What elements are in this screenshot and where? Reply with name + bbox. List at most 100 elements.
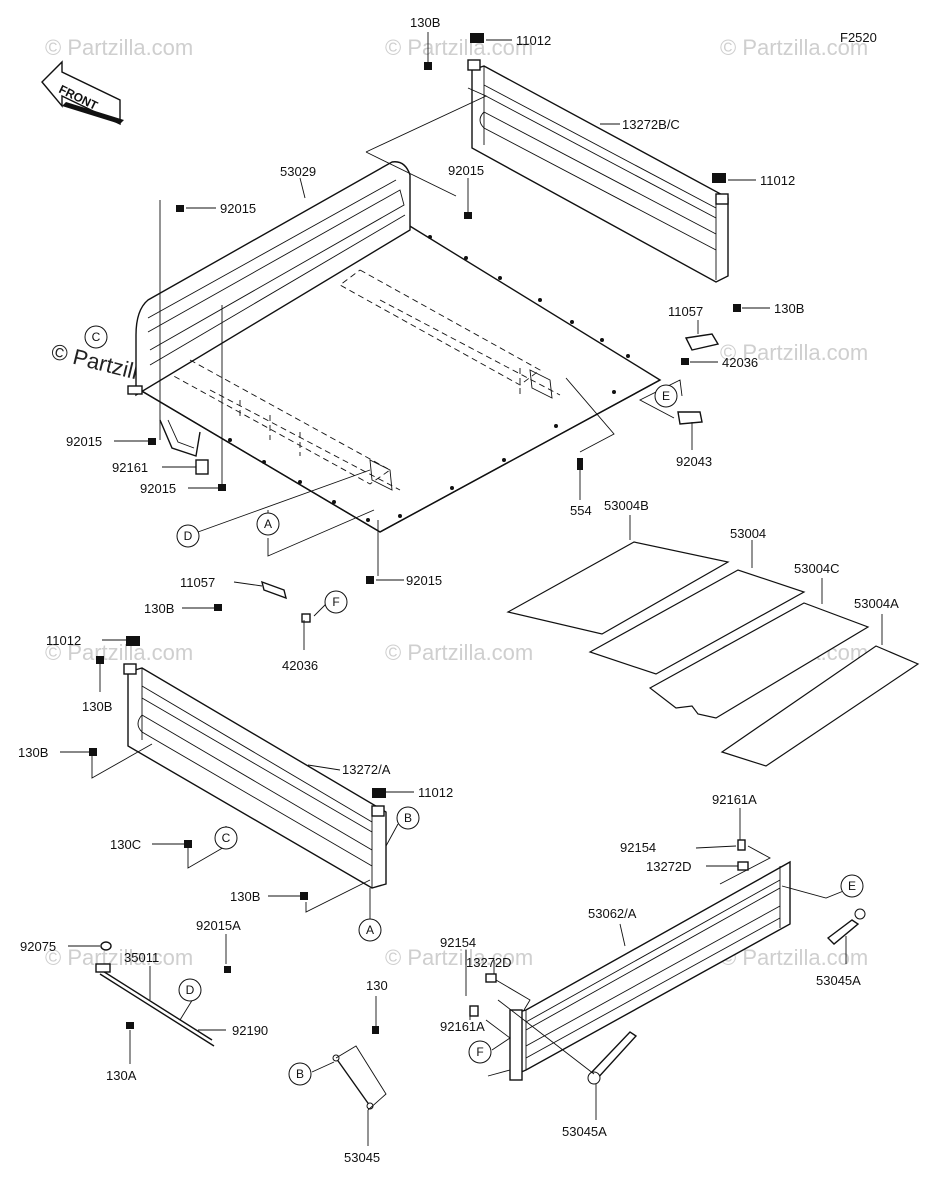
label-13272a: 13272/A (342, 762, 391, 777)
label-92015-l2: 92015 (140, 481, 176, 496)
block-92161a-r (737, 839, 746, 851)
callout-e-top: E (662, 389, 670, 403)
label-92015-ul: 92015 (220, 201, 256, 216)
label-13272bc: 13272B/C (622, 117, 680, 132)
label-11012-l: 11012 (46, 633, 81, 648)
floor-mats (506, 541, 920, 767)
callout-d-bot: D (186, 983, 195, 997)
label-92161: 92161 (112, 460, 148, 475)
clip-13272d-r (737, 861, 749, 871)
callout-d-top: D (184, 529, 193, 543)
label-11012-right: 11012 (760, 173, 795, 188)
label-11012-l2: 11012 (418, 785, 453, 800)
label-53045a-r: 53045A (816, 973, 861, 988)
label-130a: 130A (106, 1068, 137, 1083)
label-92154-l: 92154 (440, 935, 476, 950)
label-53004a: 53004A (854, 596, 899, 611)
label-130: 130 (366, 978, 388, 993)
label-11057-l: 11057 (180, 575, 215, 590)
label-42036-l: 42036 (282, 658, 318, 673)
nut-92015-b (218, 484, 226, 491)
label-130b-l: 130B (144, 601, 174, 616)
label-53045a-l: 53045A (562, 1124, 607, 1139)
front-arrow: FRONT (41, 60, 124, 126)
latch-53045a-right (826, 908, 866, 945)
label-13272d-r: 13272D (646, 859, 692, 874)
label-53004b: 53004B (604, 498, 649, 513)
callout-b-bot: B (296, 1067, 304, 1081)
nut-92015-mid (464, 212, 472, 219)
label-92161a-l: 92161A (440, 1019, 485, 1034)
label-92154-r: 92154 (620, 840, 656, 855)
label-554: 554 (570, 503, 592, 518)
tailgate (509, 860, 791, 1081)
pin-554 (577, 458, 583, 470)
nut-92015 (148, 438, 156, 445)
rod-assembly (95, 941, 231, 1047)
watermark: © Partzilla.com (385, 640, 533, 665)
cable-53045 (332, 1026, 379, 1110)
label-13272d-l: 13272D (466, 955, 512, 970)
label-11057-r: 11057 (668, 304, 703, 319)
latch-53045a-left (587, 1031, 638, 1085)
bolt-130b-left2 (89, 748, 97, 756)
label-92015-l1: 92015 (66, 434, 102, 449)
block-92161a-l (469, 1005, 479, 1017)
label-92015a: 92015A (196, 918, 241, 933)
bolt-130b-left (96, 656, 104, 664)
watermark: © Partzilla.com (720, 35, 868, 60)
cap-11012-left2 (372, 788, 386, 798)
figure-code: F2520 (840, 30, 877, 45)
label-130b-top: 130B (410, 15, 440, 30)
label-130c: 130C (110, 837, 141, 852)
part-labels: 130B 11012 13272B/C 11012 53029 92015 92… (18, 15, 899, 1165)
label-11012-top: 11012 (516, 33, 551, 48)
bolt-130b-top (424, 50, 432, 70)
watermark: © Partzilla.com (45, 945, 193, 970)
label-92043: 92043 (676, 454, 712, 469)
label-35011: 35011 (124, 950, 159, 965)
label-130b-r: 130B (774, 301, 804, 316)
watermark: © Partzilla.com (720, 340, 868, 365)
label-53029: 53029 (280, 164, 316, 179)
callout-b-mid: B (404, 811, 412, 825)
label-130b-l2: 130B (82, 699, 112, 714)
callout-c-top: C (92, 330, 101, 344)
left-side-panel (123, 663, 387, 889)
cap-11012-top (470, 33, 484, 43)
hinge-left (214, 576, 374, 623)
label-42036-r: 42036 (722, 355, 758, 370)
label-53045: 53045 (344, 1150, 380, 1165)
label-130b-l4: 130B (230, 889, 260, 904)
callout-f-bot: F (476, 1045, 483, 1059)
label-53004: 53004 (730, 526, 766, 541)
bolt-130b-left3 (300, 892, 308, 900)
bumper-92161 (195, 459, 209, 475)
callout-c-mid: C (222, 831, 231, 845)
callout-a-top: A (264, 517, 272, 531)
watermark: © Partzilla.com (45, 640, 193, 665)
nut-92015-ul (176, 205, 184, 212)
cargo-bed (127, 161, 662, 533)
label-92075: 92075 (20, 939, 56, 954)
callout-e-bot: E (848, 879, 856, 893)
label-92161a-r: 92161A (712, 792, 757, 807)
callouts: C E D A F B C A E D B F (84, 325, 864, 1086)
watermark: © Partzilla.com (385, 945, 533, 970)
rear-side-panel-top (467, 59, 729, 283)
watermark: © Partzilla.com (385, 35, 533, 60)
cap-11012-left (126, 636, 140, 646)
clip-13272d-l (485, 973, 497, 983)
label-92190: 92190 (232, 1023, 268, 1038)
bolt-130c (184, 840, 192, 848)
label-53004c: 53004C (794, 561, 840, 576)
leader-lines (60, 32, 883, 1146)
label-53062a: 53062/A (588, 906, 637, 921)
hinge-right (677, 304, 741, 425)
callout-a-mid: A (366, 923, 374, 937)
label-130b-l3: 130B (18, 745, 48, 760)
label-92015-b: 92015 (406, 573, 442, 588)
watermark: © Partzilla.com (45, 35, 193, 60)
callout-f-top: F (332, 595, 339, 609)
